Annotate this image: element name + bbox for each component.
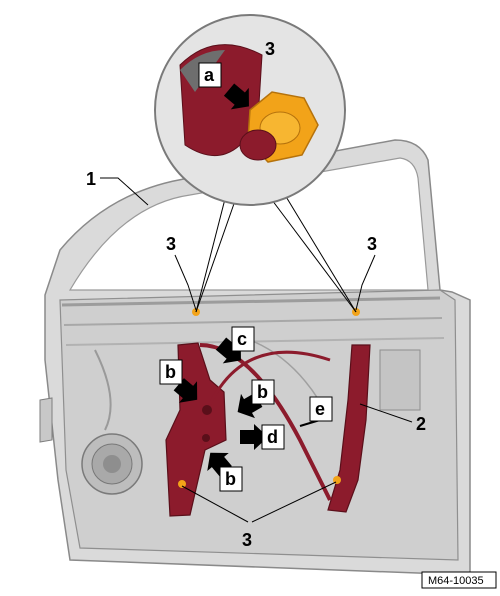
label-c-box bbox=[231, 326, 255, 352]
leader-lines bbox=[100, 177, 413, 523]
label-e: e bbox=[315, 399, 325, 419]
label-c: c bbox=[237, 329, 247, 349]
label-b1-box bbox=[159, 359, 183, 385]
label-b2-box bbox=[251, 379, 275, 405]
label-a-box bbox=[198, 62, 222, 88]
label-e-box bbox=[309, 396, 333, 422]
label-b-top-right: b bbox=[257, 382, 268, 402]
arrow-a bbox=[223, 83, 249, 110]
label-d: d bbox=[267, 427, 278, 447]
figure-code: M64-10035 bbox=[428, 575, 484, 587]
label-3-left: 3 bbox=[166, 234, 176, 254]
arrows bbox=[173, 83, 321, 477]
label-1: 1 bbox=[86, 169, 96, 189]
label-a: a bbox=[204, 65, 215, 85]
speaker bbox=[81, 433, 143, 495]
nut-bottom-left bbox=[178, 480, 186, 488]
label-3-right: 3 bbox=[367, 234, 377, 254]
label-3-bottom: 3 bbox=[242, 530, 252, 550]
regulator-right-rail bbox=[327, 344, 371, 513]
label-d-box bbox=[261, 424, 285, 450]
label-b-bottom: b bbox=[225, 469, 236, 489]
label-b3-box bbox=[219, 466, 243, 492]
label-3-zoom: 3 bbox=[265, 39, 275, 59]
callout-labels: 1 2 3 3 3 3 a b b b c d e bbox=[86, 39, 426, 550]
arrow-d bbox=[240, 424, 268, 450]
label-b-top-left: b bbox=[165, 362, 176, 382]
arrow-c bbox=[215, 337, 241, 364]
figure-code-box: M64-10035 bbox=[421, 571, 497, 589]
label-2: 2 bbox=[416, 414, 426, 434]
